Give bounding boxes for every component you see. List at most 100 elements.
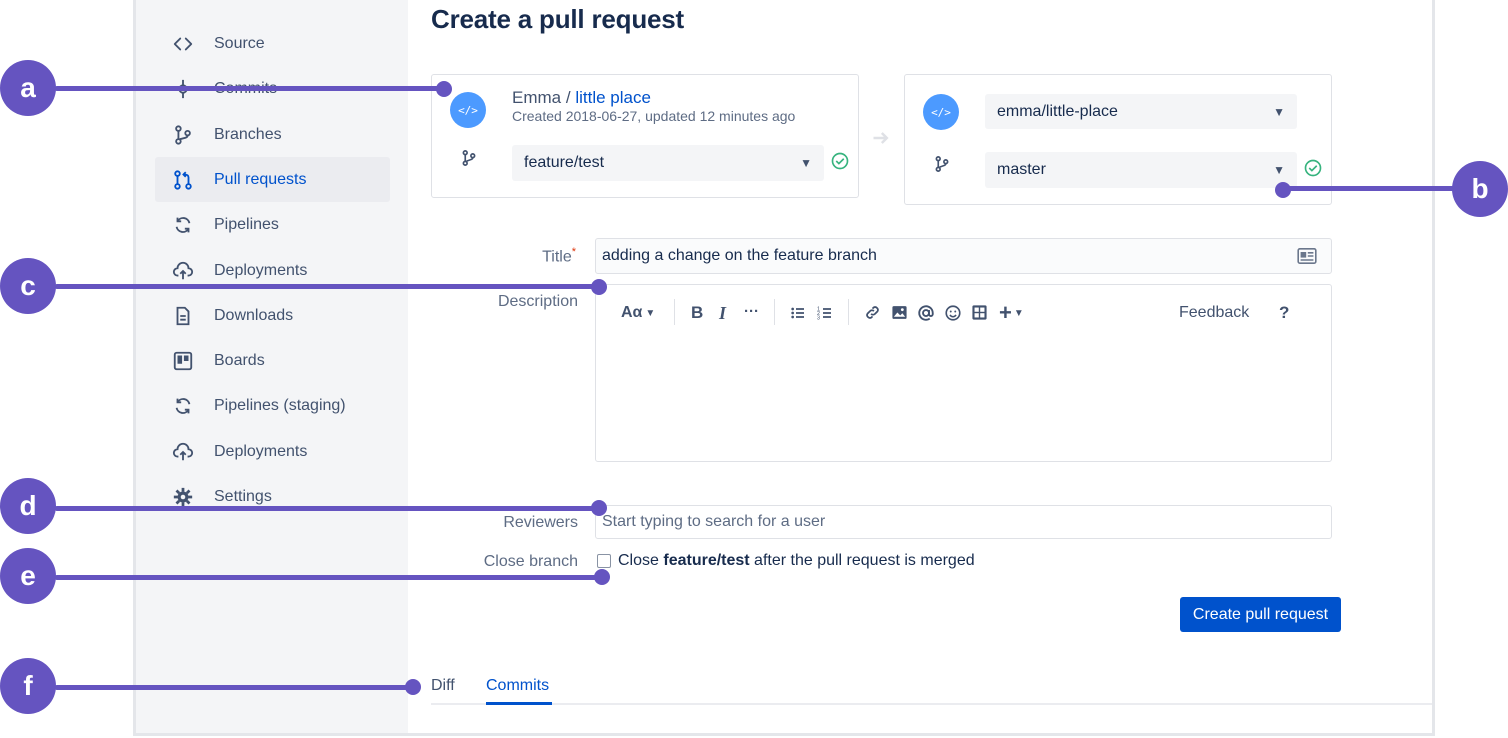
source-card: </> Emma / little place Created 2018-06-…	[431, 74, 859, 198]
sidebar-item-downloads[interactable]: Downloads	[155, 293, 390, 338]
callout-dot-e	[594, 569, 610, 585]
svg-text:2: 2	[817, 311, 820, 317]
destination-branch-select[interactable]: master ▼	[985, 152, 1297, 188]
close-branch-text: Close feature/test after the pull reques…	[618, 552, 975, 570]
board-icon	[169, 349, 197, 373]
callout-b: b	[1452, 161, 1508, 217]
sidebar-item-source[interactable]: Source	[155, 21, 390, 66]
callout-f: f	[0, 658, 56, 714]
branch-icon	[935, 156, 949, 172]
branch-icon	[169, 123, 197, 147]
svg-text:1: 1	[817, 306, 820, 312]
repo-separator: /	[565, 88, 571, 107]
pipelines-icon	[169, 394, 197, 418]
mention-icon[interactable]	[917, 304, 935, 322]
sidebar-item-settings[interactable]: Settings	[155, 474, 390, 519]
repo-owner: Emma	[512, 88, 562, 107]
repo-avatar-icon: </>	[450, 92, 486, 128]
destination-repo-select[interactable]: emma/little-place ▼	[985, 94, 1297, 129]
close-text-suffix: after the pull request is merged	[749, 552, 975, 569]
tab-diff[interactable]: Diff	[431, 677, 455, 694]
reviewers-input[interactable]: Start typing to search for a user	[595, 505, 1332, 539]
repo-avatar-icon: </>	[923, 94, 959, 130]
source-repo-title: Emma / little place	[512, 88, 651, 108]
source-branch-select[interactable]: feature/test ▼	[512, 145, 824, 181]
close-branch-checkbox[interactable]	[597, 554, 611, 568]
callout-dot-d	[591, 500, 607, 516]
sidebar-item-label: Pipelines (staging)	[214, 396, 346, 414]
title-input[interactable]: adding a change on the feature branch	[595, 238, 1332, 274]
callout-dot-f	[405, 679, 421, 695]
sidebar-item-label: Branches	[214, 125, 282, 143]
page-title: Create a pull request	[431, 4, 684, 34]
repo-meta: Created 2018-06-27, updated 12 minutes a…	[512, 108, 796, 124]
tab-active-indicator	[486, 702, 552, 705]
toolbar-separator	[774, 299, 775, 325]
link-icon[interactable]	[864, 304, 881, 321]
success-check-icon	[831, 152, 849, 170]
callout-line-e	[55, 575, 600, 580]
sidebar-item-label: Settings	[214, 487, 272, 505]
chevron-down-icon: ▼	[1273, 163, 1285, 177]
chevron-down-icon: ▼	[645, 307, 656, 319]
sidebar-item-pipelines-staging[interactable]: Pipelines (staging)	[155, 383, 390, 428]
callout-line-f	[55, 685, 415, 690]
bullet-list-icon[interactable]	[790, 305, 806, 321]
bold-button[interactable]: B	[691, 303, 704, 322]
sidebar-item-pull-requests[interactable]: Pull requests	[155, 157, 390, 202]
required-mark: *	[571, 246, 576, 258]
help-button[interactable]: ?	[1279, 303, 1290, 322]
feedback-button[interactable]: Feedback	[1179, 304, 1250, 321]
pull-request-icon	[169, 168, 197, 192]
sidebar-item-boards[interactable]: Boards	[155, 338, 390, 383]
code-icon	[169, 32, 197, 56]
sidebar-item-label: Source	[214, 34, 265, 52]
callout-e: e	[0, 548, 56, 604]
branch-icon	[462, 150, 476, 166]
toolbar-separator	[674, 299, 675, 325]
numbered-list-icon[interactable]: 123	[817, 305, 833, 321]
cloud-upload-icon	[169, 259, 197, 283]
success-check-icon	[1304, 159, 1322, 177]
chevron-down-icon: ▼	[1273, 104, 1285, 119]
chevron-down-icon: ▼	[800, 156, 812, 170]
chevron-down-icon: ▼	[1013, 307, 1024, 319]
contact-card-icon	[1297, 248, 1317, 264]
svg-text:3: 3	[817, 316, 820, 321]
create-pull-request-button[interactable]: Create pull request	[1180, 597, 1341, 632]
callout-a: a	[0, 60, 56, 116]
sidebar-item-deployments-2[interactable]: Deployments	[155, 429, 390, 474]
title-label: Title*	[480, 246, 576, 266]
more-formatting-button[interactable]: ···	[744, 303, 759, 320]
tab-divider	[431, 703, 1432, 705]
sidebar: Source Commits Branches Pull requests Pi…	[136, 0, 408, 733]
title-input-value: adding a change on the feature branch	[602, 247, 877, 264]
arrow-right-icon	[873, 132, 889, 144]
repo-link[interactable]: little place	[575, 88, 651, 107]
toolbar-separator	[848, 299, 849, 325]
insert-plus-icon[interactable]: +▼	[999, 300, 1024, 325]
table-icon[interactable]	[971, 304, 988, 321]
callout-dot-b	[1275, 182, 1291, 198]
sidebar-item-label: Pull requests	[214, 170, 307, 188]
callout-dot-c	[591, 279, 607, 295]
sidebar-item-label: Deployments	[214, 442, 308, 460]
tab-commits[interactable]: Commits	[486, 677, 550, 694]
callout-c: c	[0, 258, 56, 314]
sidebar-item-label: Deployments	[214, 261, 308, 279]
text-style-label: Aα	[621, 304, 643, 321]
reviewers-placeholder: Start typing to search for a user	[602, 513, 826, 530]
image-icon[interactable]	[891, 304, 908, 321]
italic-button[interactable]: I	[719, 303, 727, 323]
emoji-icon[interactable]	[944, 304, 962, 322]
reviewers-label: Reviewers	[503, 514, 578, 531]
sidebar-item-branches[interactable]: Branches	[155, 112, 390, 157]
close-text-prefix: Close	[618, 552, 664, 569]
sidebar-item-pipelines[interactable]: Pipelines	[155, 202, 390, 247]
close-branch-label: Close branch	[483, 553, 578, 570]
title-label-text: Title	[542, 248, 572, 266]
callout-d: d	[0, 478, 56, 534]
text-style-dropdown[interactable]: Aα▼	[621, 304, 655, 322]
sidebar-item-deployments[interactable]: Deployments	[155, 248, 390, 293]
